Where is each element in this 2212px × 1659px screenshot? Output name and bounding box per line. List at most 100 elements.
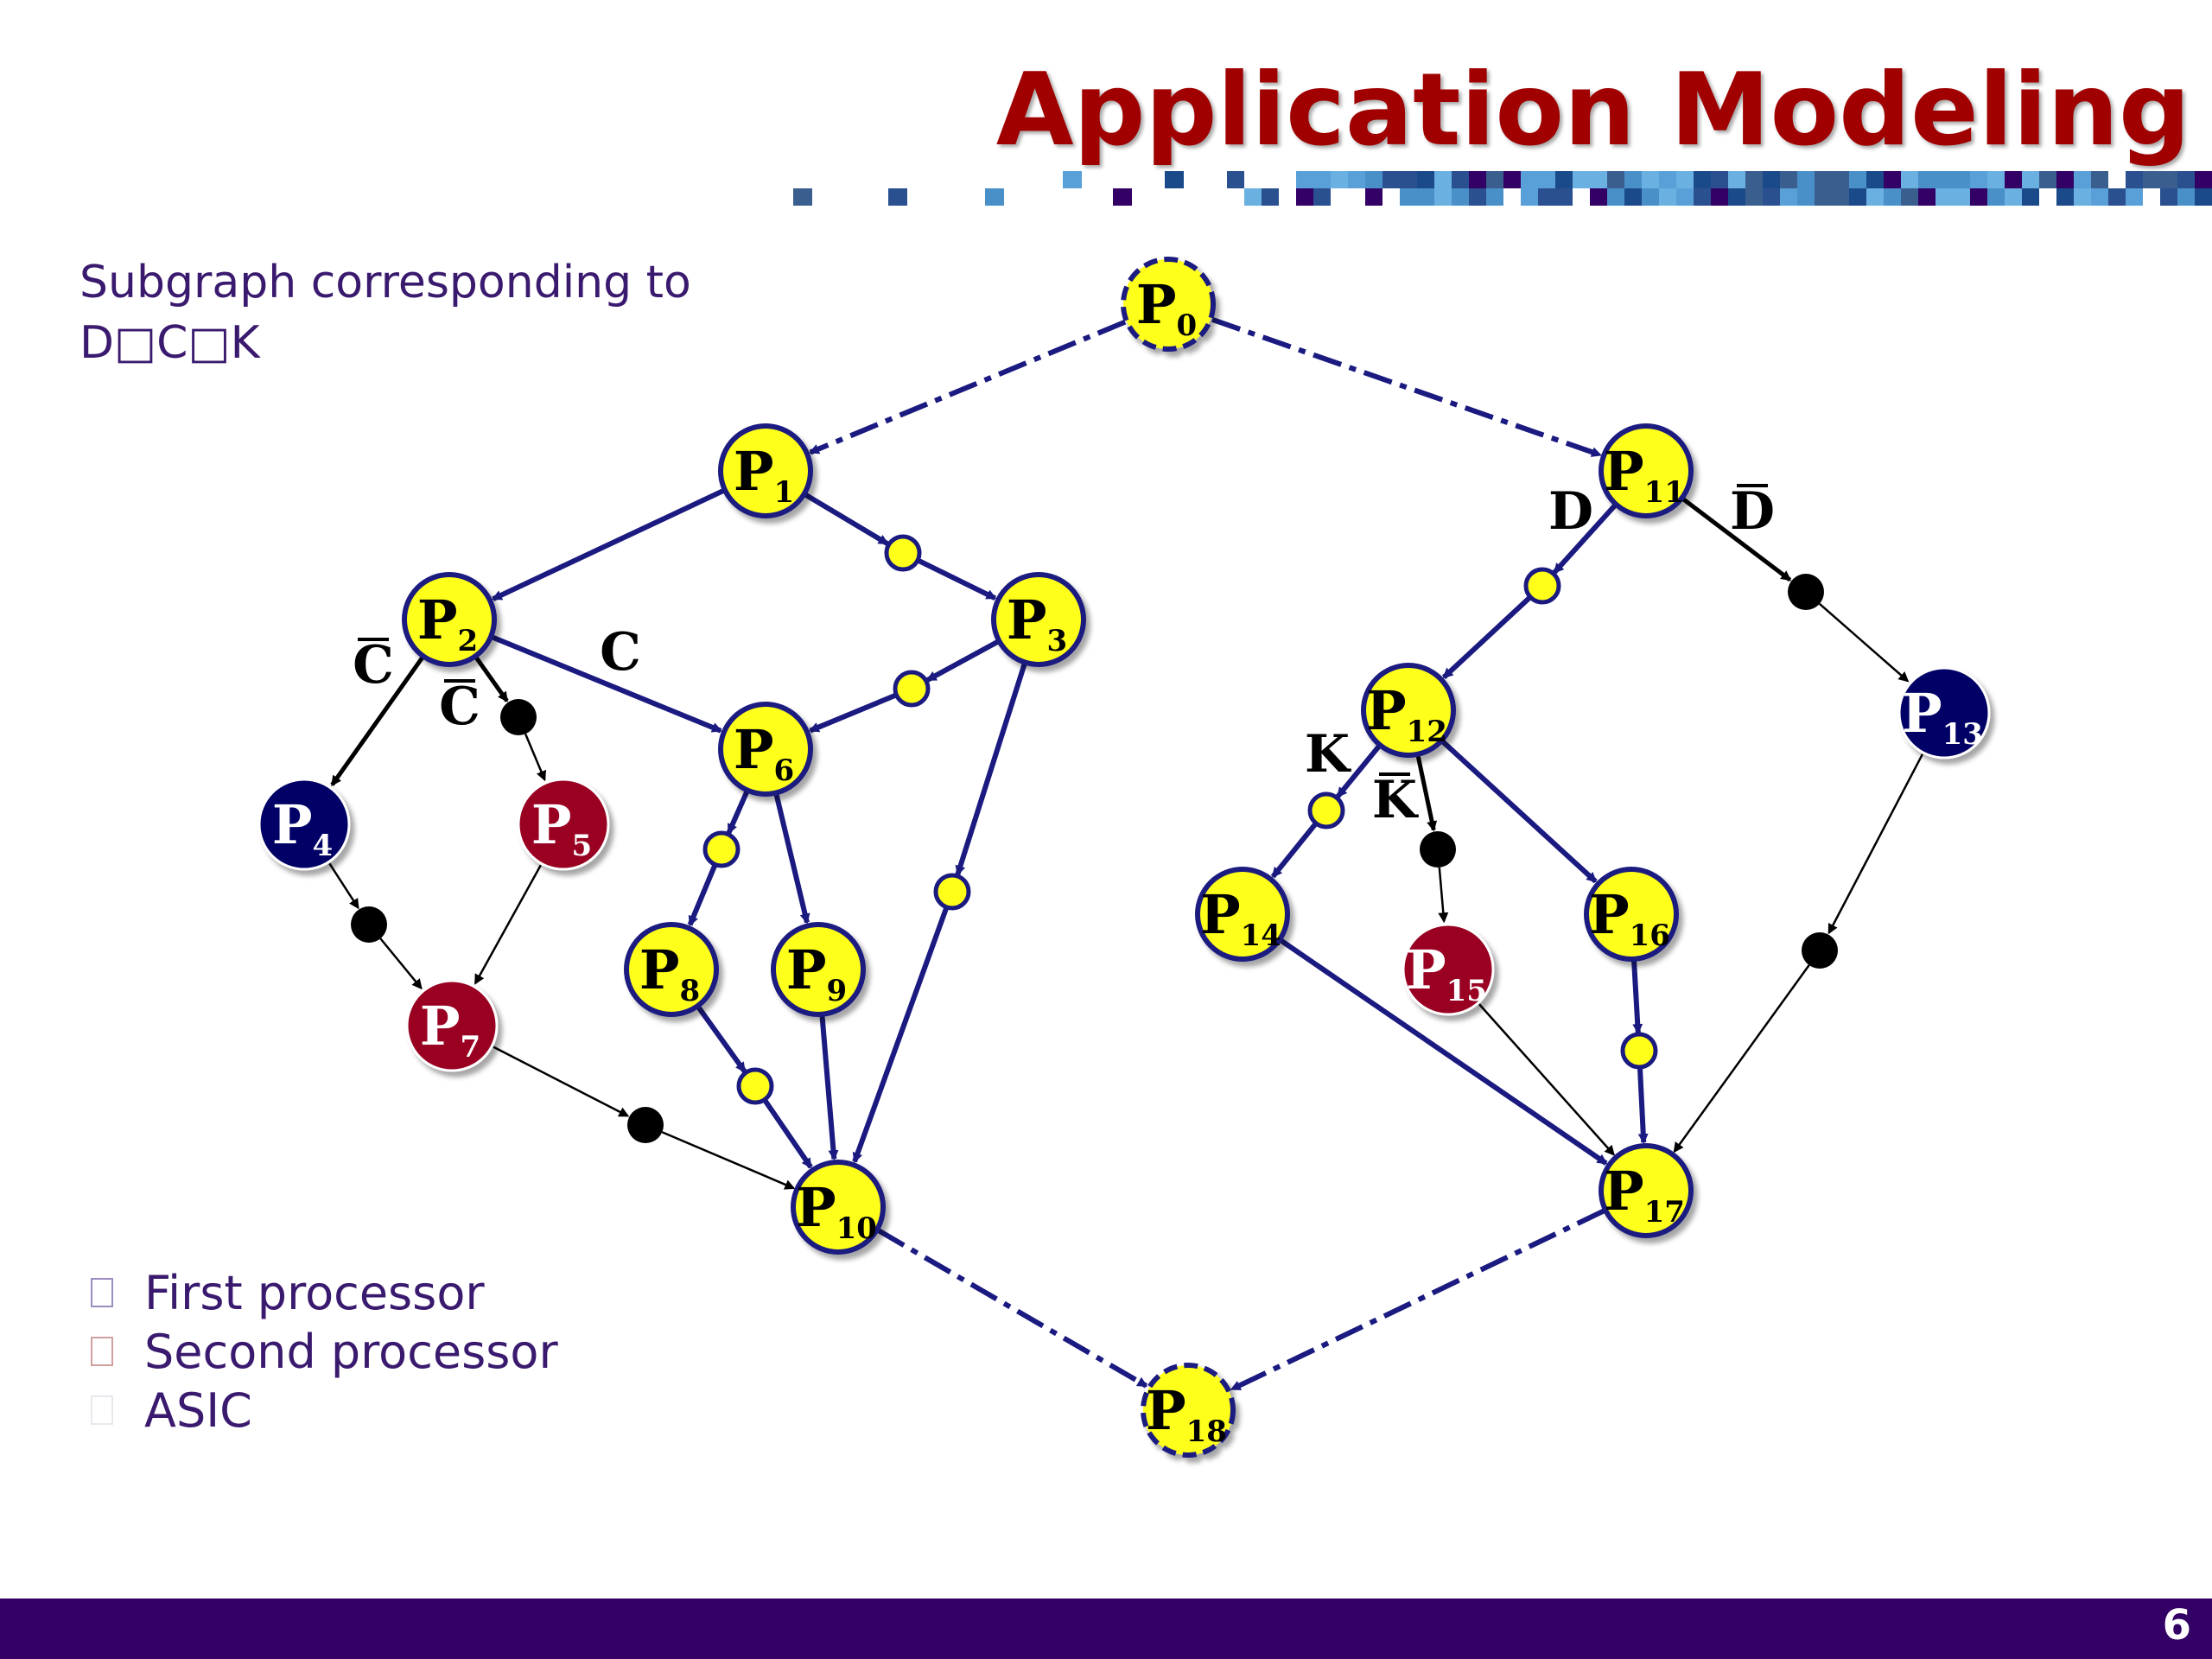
process-node-label: P11 — [1604, 440, 1685, 510]
communication-node — [702, 830, 741, 868]
edge-P5-P7 — [474, 864, 542, 985]
deco-pixel — [1987, 188, 2005, 206]
deco-pixel — [1832, 188, 1849, 206]
edge-P8-y5 — [696, 1006, 747, 1073]
deco-pixel — [1676, 188, 1694, 206]
process-node-circle — [624, 922, 719, 1017]
deco-pixel — [2005, 188, 2022, 206]
edge-P9-P10 — [819, 1015, 839, 1161]
deco-pixel — [1555, 171, 1573, 188]
deco-pixel — [1521, 171, 1538, 188]
process-node-label: P1 — [734, 440, 794, 510]
edge-P7-b3 — [493, 1046, 630, 1117]
svg-text:C: C — [353, 635, 394, 696]
edge-P3-y2 — [925, 639, 1000, 683]
deco-pixel — [1365, 188, 1382, 206]
process-node-circle — [517, 778, 610, 871]
edge-y4-P10 — [852, 906, 950, 1164]
deco-pixel — [1918, 188, 1936, 206]
deco-pixel — [1624, 171, 1642, 188]
legend-swatch-asic — [91, 1395, 113, 1425]
deco-pixel — [2022, 188, 2039, 206]
deco-pixel — [1469, 188, 1486, 206]
edge-P11-b4 — [1681, 497, 1792, 582]
edge-P0-P1 — [808, 319, 1127, 455]
edge-y5-P10 — [762, 1097, 813, 1169]
edge-P12-P16 — [1440, 740, 1598, 884]
deco-pixel — [1296, 171, 1313, 188]
deco-pixel — [1815, 188, 1832, 206]
edge-P12-b5 — [1415, 755, 1438, 832]
condition-node — [351, 906, 387, 943]
deco-pixel — [2074, 188, 2091, 206]
condition-label-c-bar-mid: C — [439, 677, 480, 737]
process-node-circle — [1599, 423, 1694, 518]
legend-item-asic: ASIC — [91, 1381, 558, 1440]
process-node-p6: P6 — [718, 702, 813, 797]
deco-pixel — [1227, 171, 1244, 188]
deco-pixel — [1866, 188, 1884, 206]
deco-pixel — [1296, 188, 1313, 206]
deco-pixel — [2195, 171, 2212, 188]
deco-pixel — [1244, 188, 1262, 206]
deco-pixel — [1521, 188, 1538, 206]
process-node-circle — [718, 702, 813, 797]
svg-text:K: K — [1305, 724, 1351, 785]
edge-b4-P13 — [1818, 602, 1910, 683]
process-node-p1: P1 — [718, 423, 813, 518]
deco-pixel — [1884, 188, 1901, 206]
process-node-circle — [1121, 257, 1216, 352]
edge-P0-P11 — [1211, 316, 1603, 458]
condition-label-c-plain: C — [600, 622, 641, 683]
deco-pixel — [1987, 171, 2005, 188]
deco-pixel — [1728, 188, 1745, 206]
process-node-label: P3 — [1007, 588, 1067, 658]
edge-P15-P17 — [1478, 1003, 1615, 1156]
deco-pixel — [1642, 188, 1659, 206]
deco-pixel — [1417, 188, 1434, 206]
svg-text:D: D — [1730, 481, 1775, 542]
legend-item-second-processor: Second processor — [91, 1322, 558, 1381]
process-node-p18: P18 — [1141, 1363, 1236, 1458]
edge-P17-P18 — [1230, 1208, 1605, 1392]
svg-text:K: K — [1372, 770, 1419, 830]
slide-title: Application Modeling — [995, 52, 2190, 168]
process-node-label: P8 — [639, 938, 700, 1008]
process-node-circle — [791, 1160, 886, 1255]
deco-pixel — [2160, 188, 2177, 206]
edge-y6-P12 — [1441, 594, 1533, 680]
deco-pixel — [888, 188, 907, 206]
legend-label: ASIC — [144, 1382, 252, 1438]
deco-pixel — [1417, 171, 1434, 188]
process-node-circle — [1361, 663, 1456, 758]
deco-pixel — [2091, 171, 2108, 188]
deco-pixel — [1452, 171, 1469, 188]
edge-P1-P2 — [491, 488, 725, 601]
deco-pixel — [1780, 171, 1797, 188]
deco-pixel — [1694, 188, 1711, 206]
condition-node — [627, 1107, 664, 1143]
subgraph-caption-line2: D□C□K — [79, 317, 260, 369]
process-node-p8: P8 — [624, 922, 719, 1017]
deco-pixel — [1331, 171, 1348, 188]
process-node-circle — [718, 423, 813, 518]
edge-P11-y6 — [1552, 504, 1618, 575]
deco-pixel — [1694, 171, 1711, 188]
edge-b6-P17 — [1673, 964, 1810, 1154]
deco-pixel — [793, 188, 812, 206]
deco-pixel — [1538, 171, 1555, 188]
deco-pixel — [1607, 188, 1624, 206]
process-node-circle — [1195, 867, 1290, 962]
process-node-p3: P3 — [991, 572, 1086, 667]
process-node-p14: P14 — [1195, 867, 1290, 962]
process-node-p13: P13 — [1897, 666, 1991, 760]
process-node-p16: P16 — [1584, 867, 1679, 962]
deco-pixel — [1590, 171, 1607, 188]
edge-y8-P17 — [1637, 1066, 1649, 1145]
deco-pixel — [1901, 171, 1918, 188]
process-node-label: P7 — [420, 995, 480, 1065]
condition-node — [500, 699, 537, 735]
edge-y1-P3 — [916, 557, 997, 601]
edge-P12-y7 — [1335, 744, 1382, 798]
subgraph-caption-line1: Subgraph corresponding to — [79, 257, 691, 308]
